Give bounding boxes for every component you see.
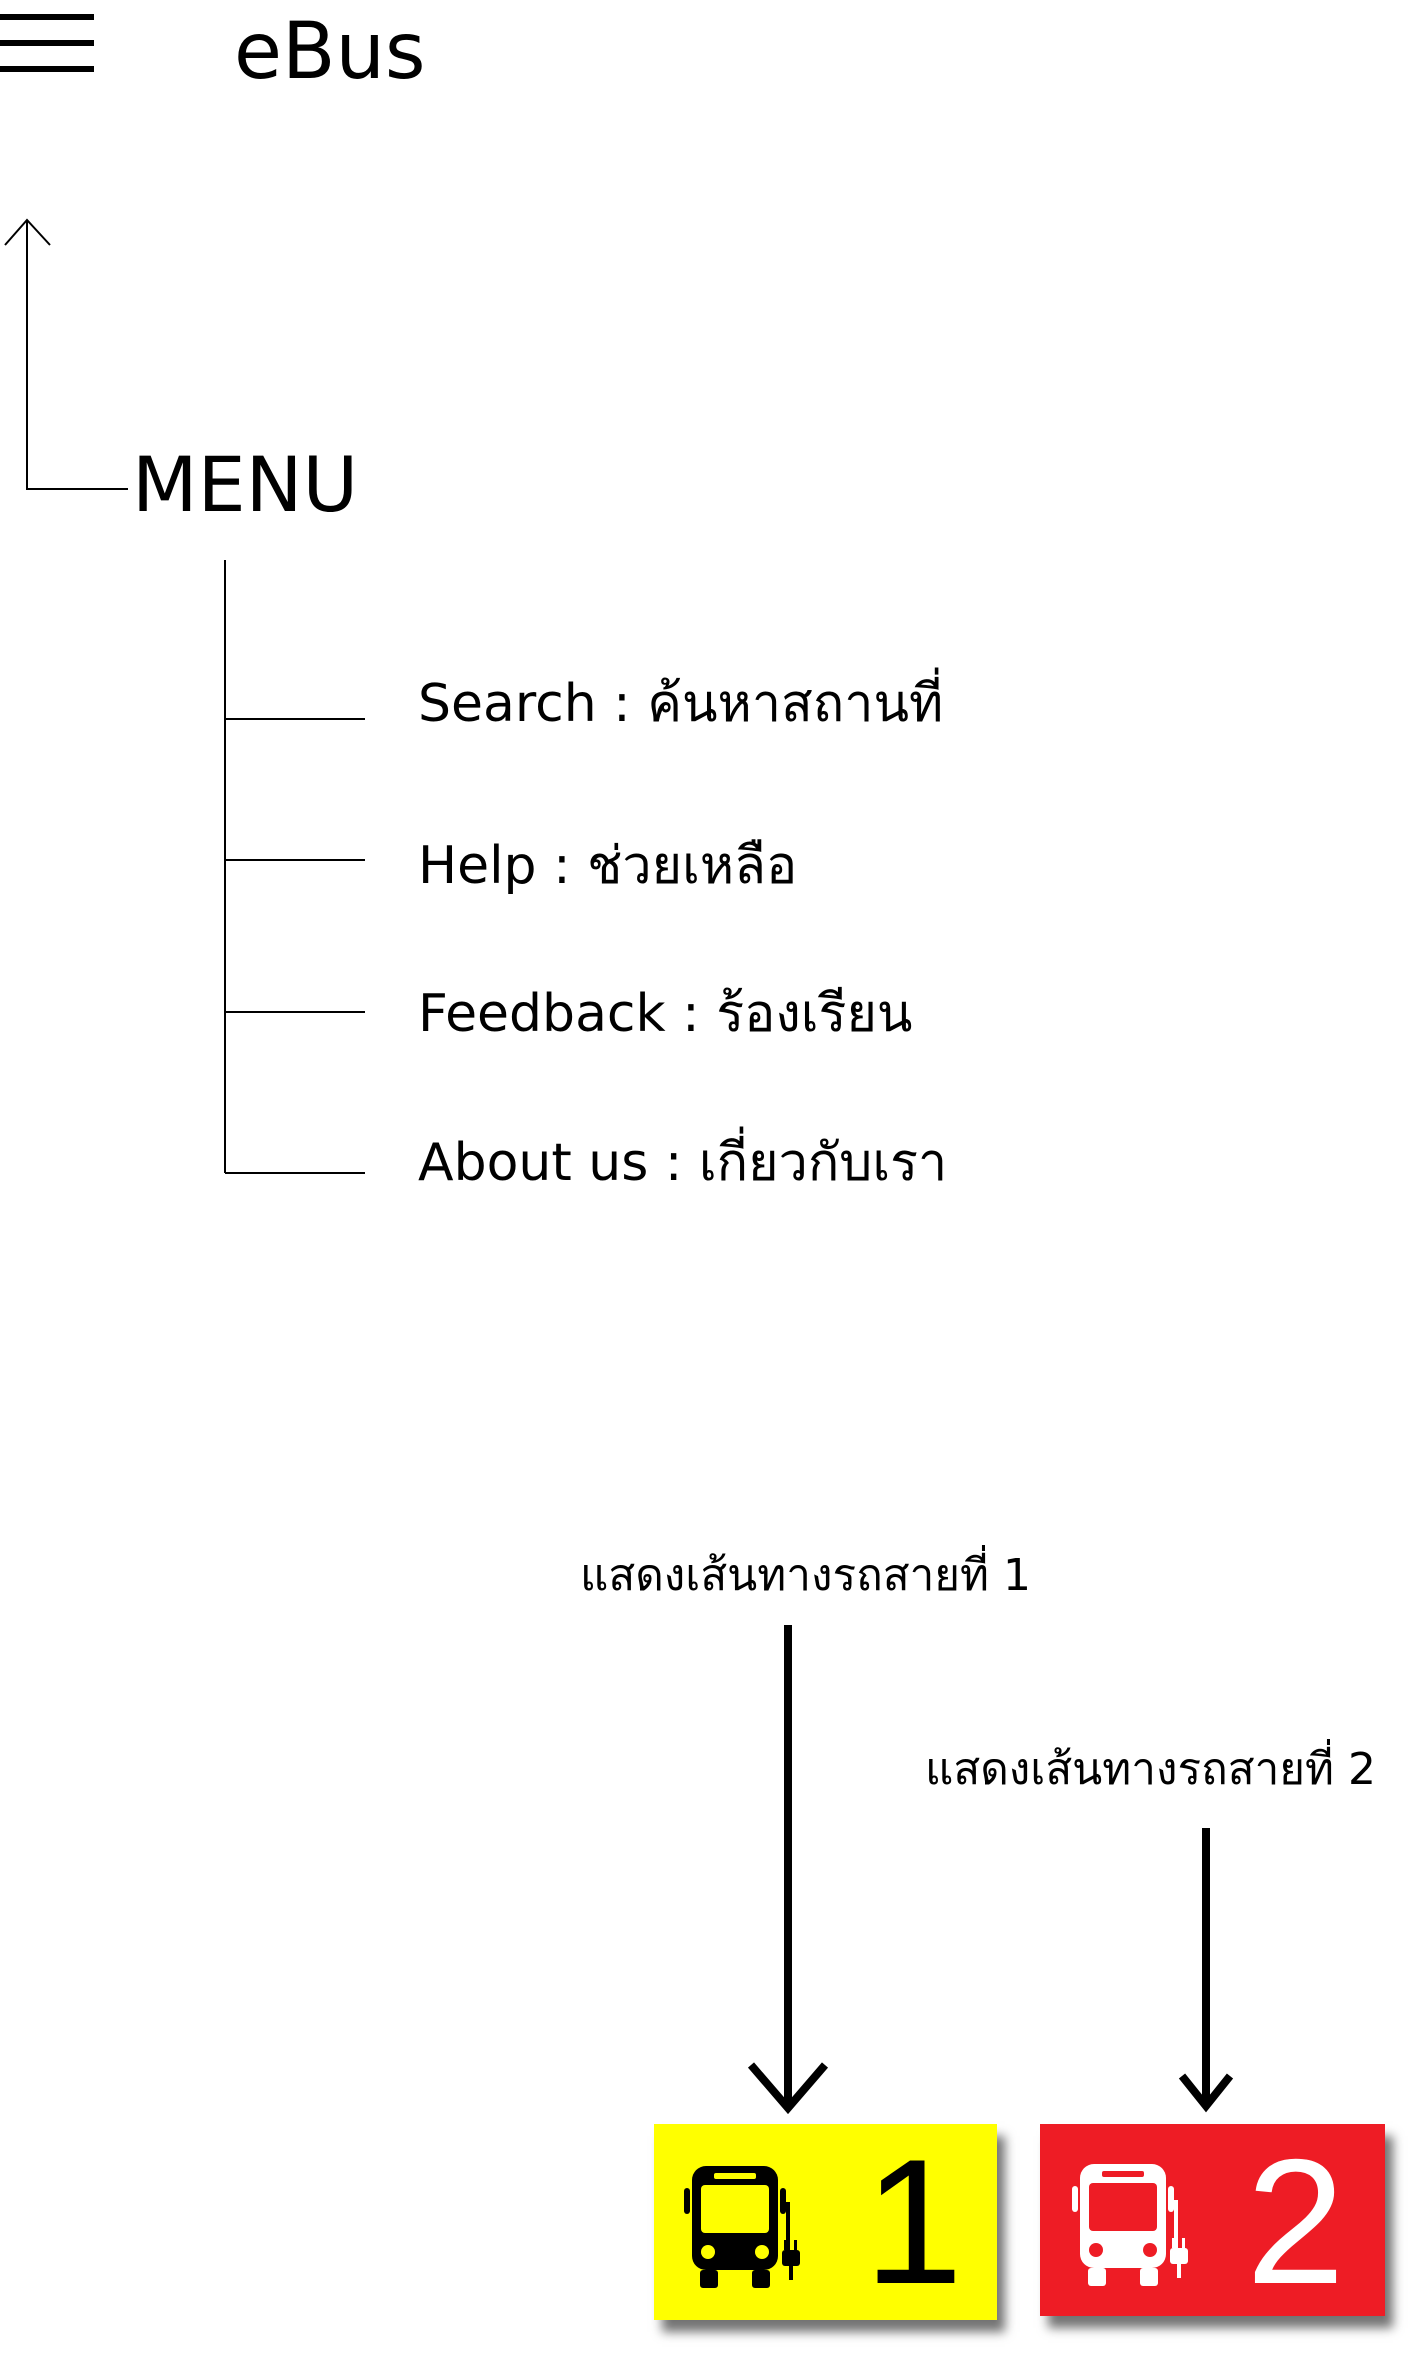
route-1-number: 1 bbox=[864, 2122, 963, 2321]
menu-item-help[interactable]: Help : ช่วยเหลือ bbox=[418, 836, 798, 896]
menu-title: MENU bbox=[132, 440, 359, 529]
route-2-arrow bbox=[1178, 1828, 1234, 2113]
menu-tree-lines bbox=[224, 560, 365, 1174]
route-2-label: แสดงเส้นทางรถสายที่ 2 bbox=[925, 1744, 1377, 1795]
route-1-button[interactable]: 1 bbox=[654, 2124, 997, 2320]
electric-bus-icon bbox=[684, 2166, 800, 2288]
menu-item-search[interactable]: Search : ค้นหาสถานที่ bbox=[418, 674, 944, 734]
menu-pointer-arrow bbox=[4, 218, 128, 490]
route-2-button[interactable]: 2 bbox=[1040, 2124, 1385, 2320]
route-1-arrow bbox=[747, 1625, 829, 2115]
route-1-label: แสดงเส้นทางรถสายที่ 1 bbox=[580, 1550, 1032, 1601]
hamburger-icon[interactable] bbox=[0, 14, 94, 74]
app-title: eBus bbox=[234, 7, 426, 97]
menu-item-about-us[interactable]: About us : เกี่ยวกับเรา bbox=[418, 1133, 948, 1193]
route-2-number: 2 bbox=[1246, 2122, 1345, 2321]
menu-item-feedback[interactable]: Feedback : ร้องเรียน bbox=[418, 984, 913, 1044]
electric-bus-icon bbox=[1072, 2164, 1188, 2286]
